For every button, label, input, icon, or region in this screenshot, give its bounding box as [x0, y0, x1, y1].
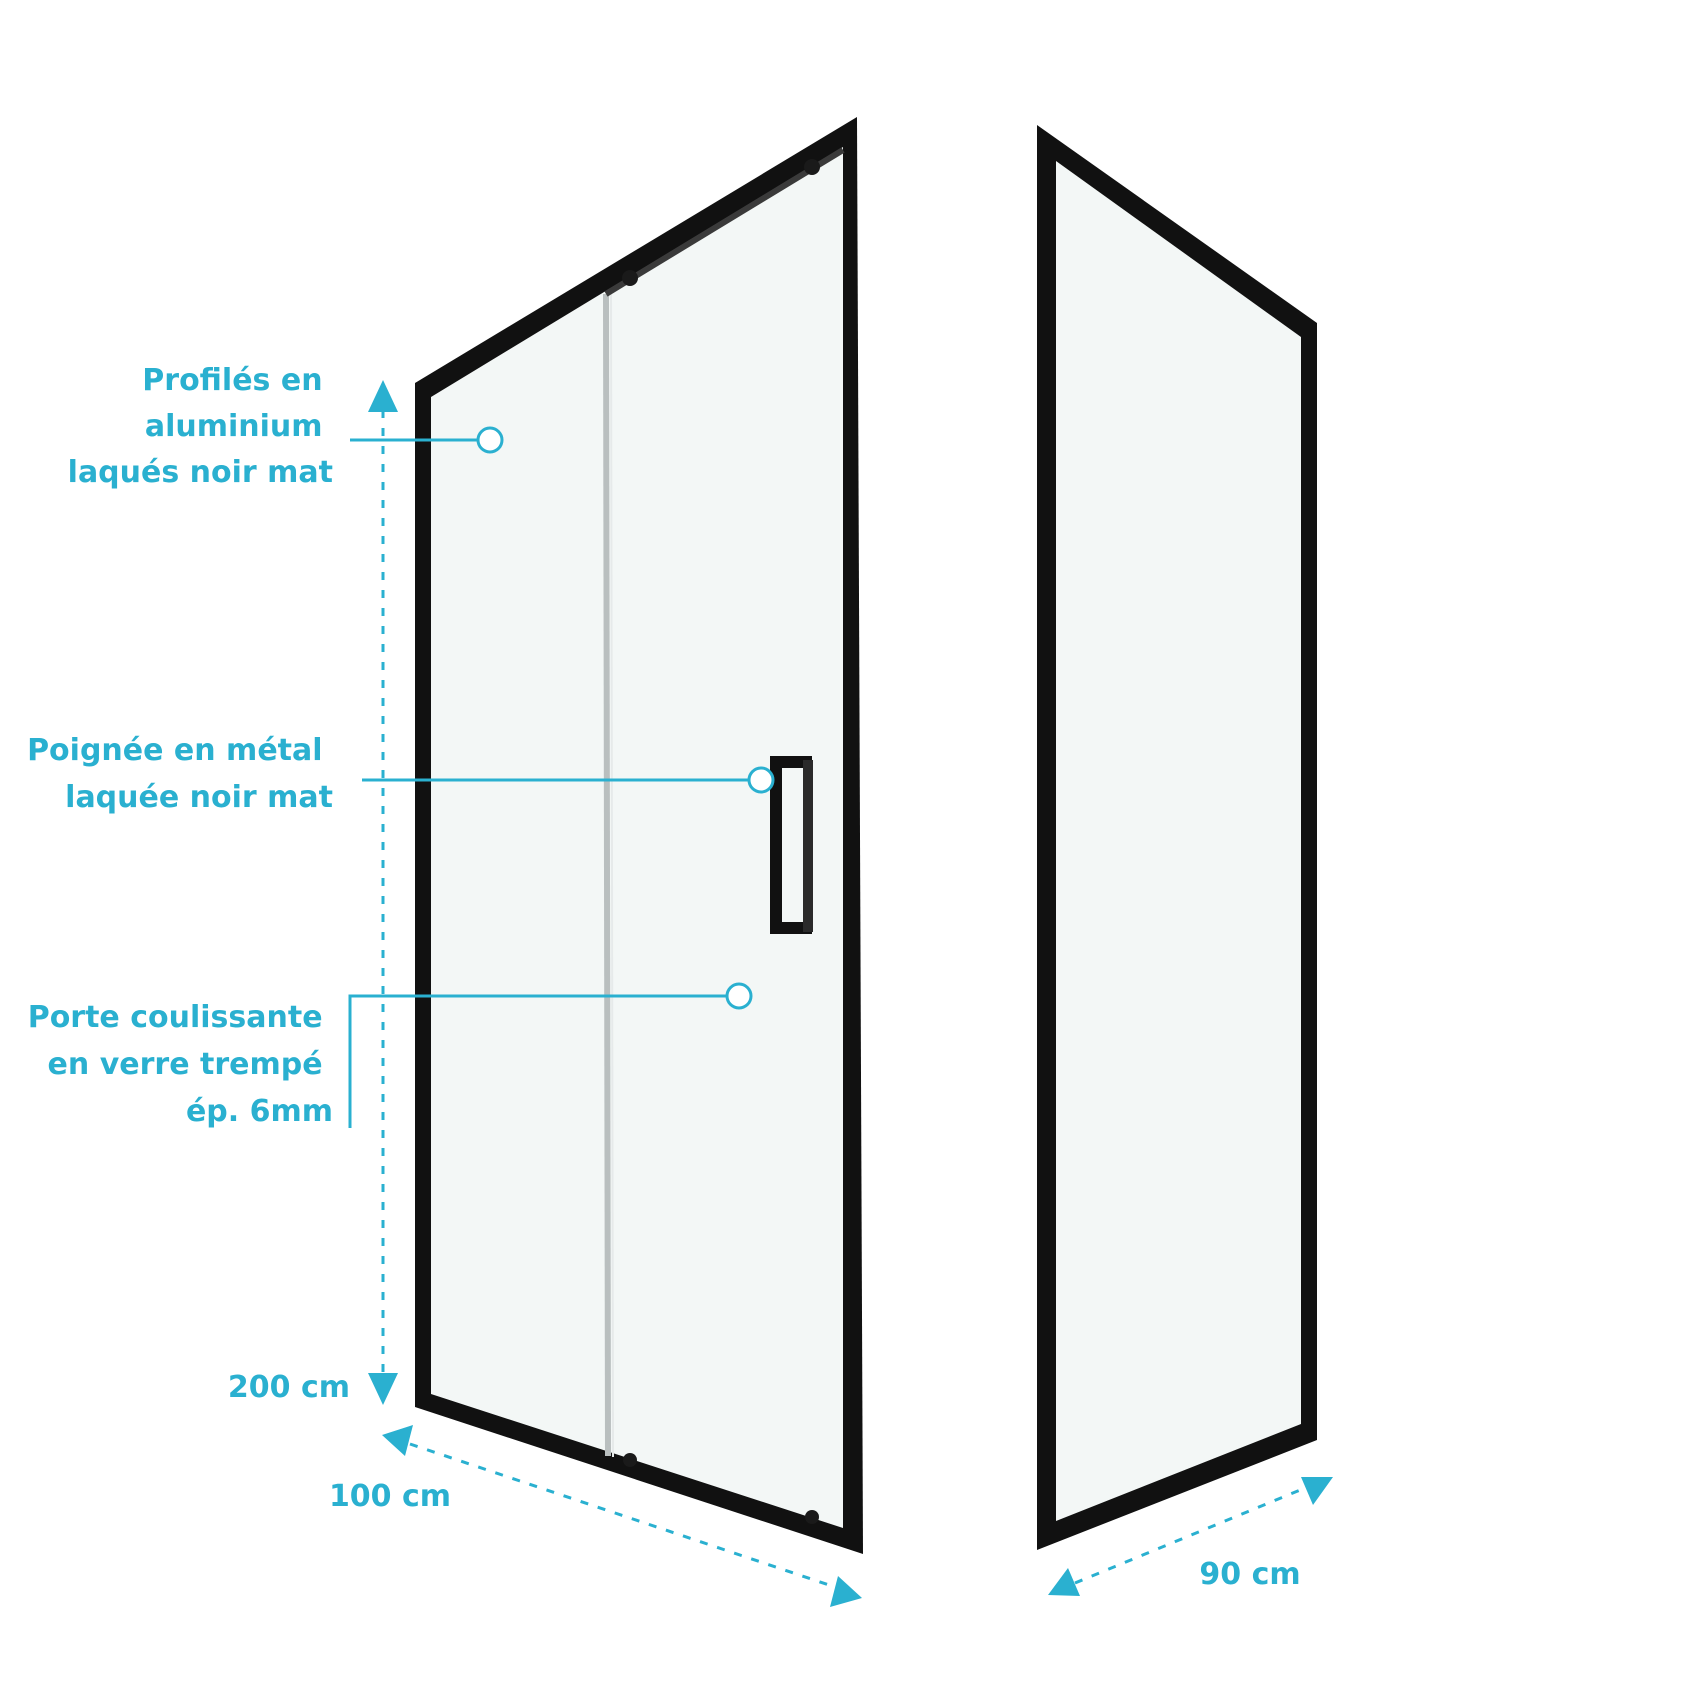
svg-text:Poignée en métal laquée: Poignée en métal laquée noir mat [27, 733, 333, 815]
callout-sliding-door: Porte coulissante en verre trempé ép. 6m… [28, 982, 753, 1129]
callout-profiles-line-3: laqués noir mat [68, 455, 333, 490]
roller-bottom-right [805, 1510, 819, 1524]
side-width-arrow-left [1048, 1568, 1080, 1596]
side-width-label: 90 cm [1199, 1557, 1300, 1592]
door-width-label: 100 cm [329, 1479, 451, 1514]
svg-text:Porte coulissante en ver: Porte coulissante en verre trempé ép. 6m… [28, 1000, 333, 1129]
side-glass [1056, 161, 1301, 1521]
door-width-dimension: 100 cm [329, 1425, 862, 1607]
callout-handle-dot [747, 766, 775, 794]
callout-profiles-dot [476, 426, 504, 454]
height-label: 200 cm [228, 1370, 350, 1405]
callout-door-line-3: ép. 6mm [186, 1094, 333, 1129]
roller-top-right [804, 159, 820, 175]
door-handle [770, 756, 813, 934]
sliding-door-panel [415, 117, 863, 1554]
door-width-arrow-right [830, 1576, 862, 1607]
height-arrow-bottom [368, 1373, 398, 1405]
callout-profiles-line-2: aluminium [145, 409, 323, 444]
side-width-arrow-right [1301, 1477, 1333, 1505]
height-arrow-top [368, 380, 398, 412]
side-width-dimension: 90 cm [1048, 1477, 1333, 1596]
door-width-arrow-left [382, 1425, 413, 1456]
door-sliding-seam [603, 293, 611, 1457]
callout-door-line-1: Porte coulissante [28, 1000, 323, 1035]
height-dimension: 200 cm [228, 380, 398, 1405]
roller-bottom-left [623, 1453, 637, 1467]
svg-text:Profilés en aluminium: Profilés en aluminium laqués noir mat [68, 363, 333, 490]
door-glass [431, 147, 843, 1528]
callout-profiles-line-1: Profilés en [142, 363, 322, 398]
callout-profiles: Profilés en aluminium laqués noir mat [68, 363, 504, 490]
callout-door-dot [725, 982, 753, 1010]
side-panel [1037, 125, 1317, 1550]
roller-top-left [622, 270, 638, 286]
callout-handle-line-1: Poignée en métal [27, 733, 322, 768]
callout-handle-line-2: laquée noir mat [65, 780, 333, 815]
callout-door-line-2: en verre trempé [48, 1047, 323, 1082]
callout-handle: Poignée en métal laquée noir mat [27, 733, 775, 815]
